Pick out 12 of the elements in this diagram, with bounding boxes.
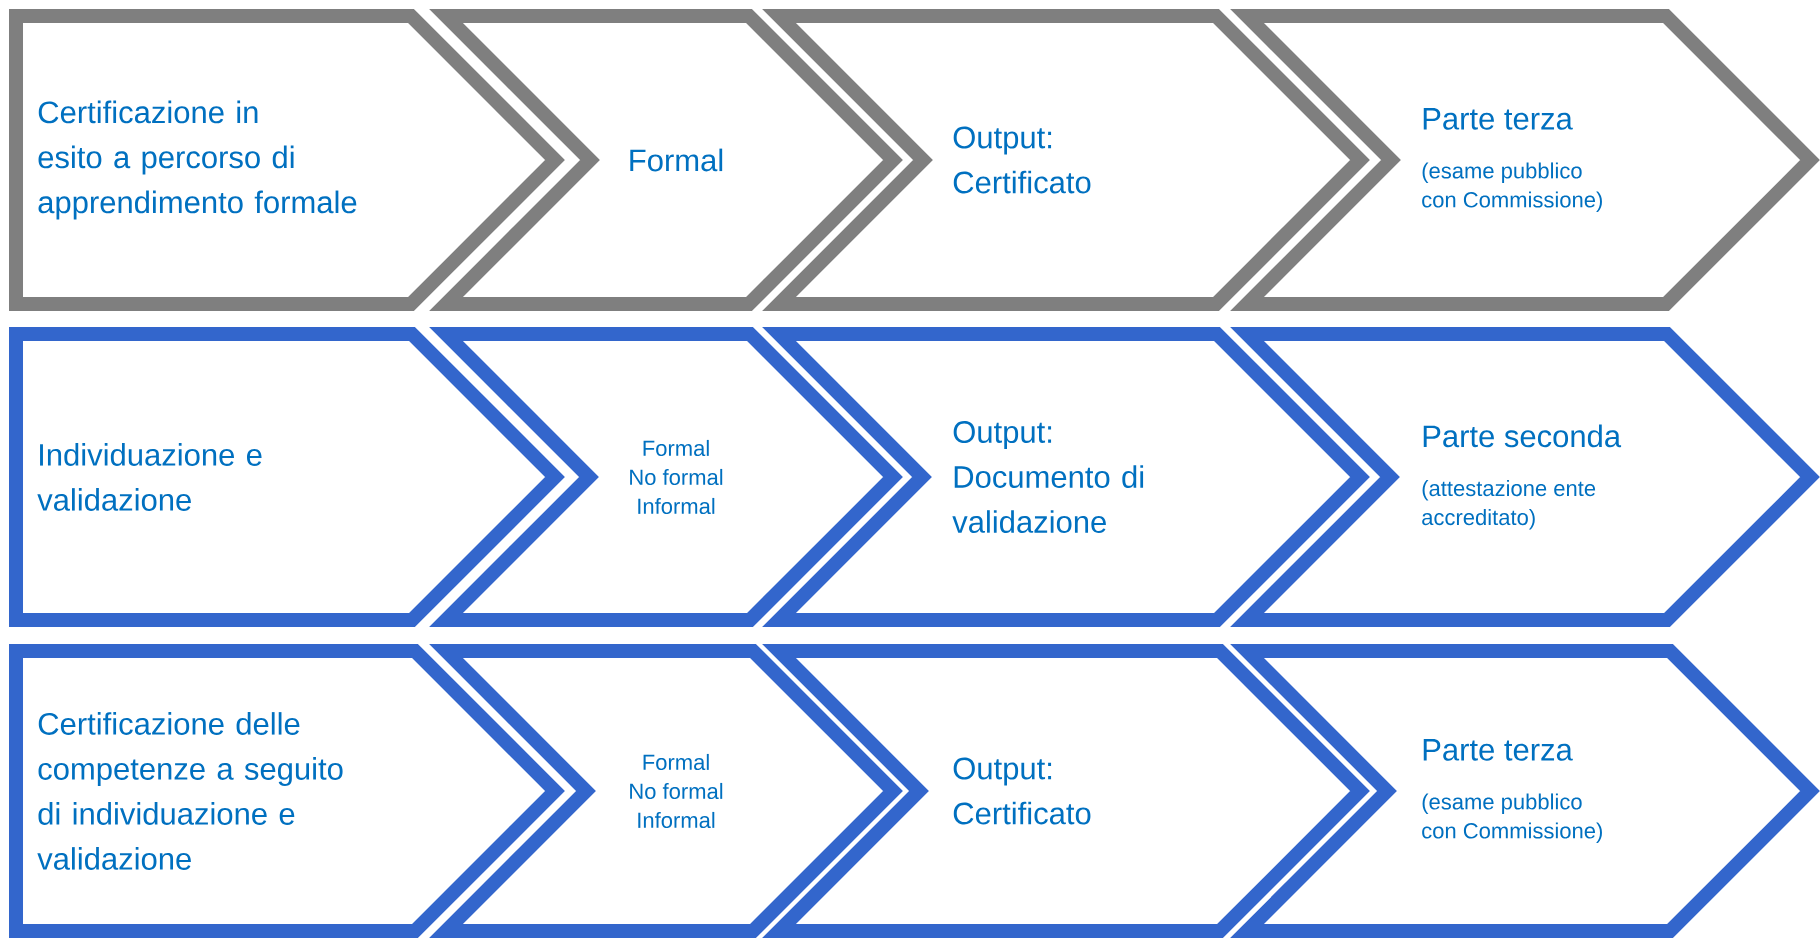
step-box: Output: Documento di validazione bbox=[762, 327, 1370, 627]
step-box: Formal bbox=[429, 9, 903, 311]
step-box: Parte seconda (attestazione ente accreditato) bbox=[1230, 327, 1820, 627]
step-box: Formal No formal Informal bbox=[429, 327, 903, 627]
step-box: Output: Certificato bbox=[762, 644, 1370, 938]
step-box: Parte terza (esame pubblico con Commissione) bbox=[1230, 644, 1820, 938]
step-box: Formal No formal Informal bbox=[429, 644, 903, 938]
step-box: Individuazione e validazione bbox=[9, 327, 565, 627]
step-box: Output: Certificato bbox=[762, 9, 1370, 311]
step-box: Certificazione delle competenze a seguito di individuazione e validazione bbox=[9, 644, 565, 938]
step-box: Certificazione in esito a percorso di apprendimento formale bbox=[9, 9, 565, 311]
step-box: Parte terza (esame pubblico con Commissione) bbox=[1230, 9, 1820, 311]
